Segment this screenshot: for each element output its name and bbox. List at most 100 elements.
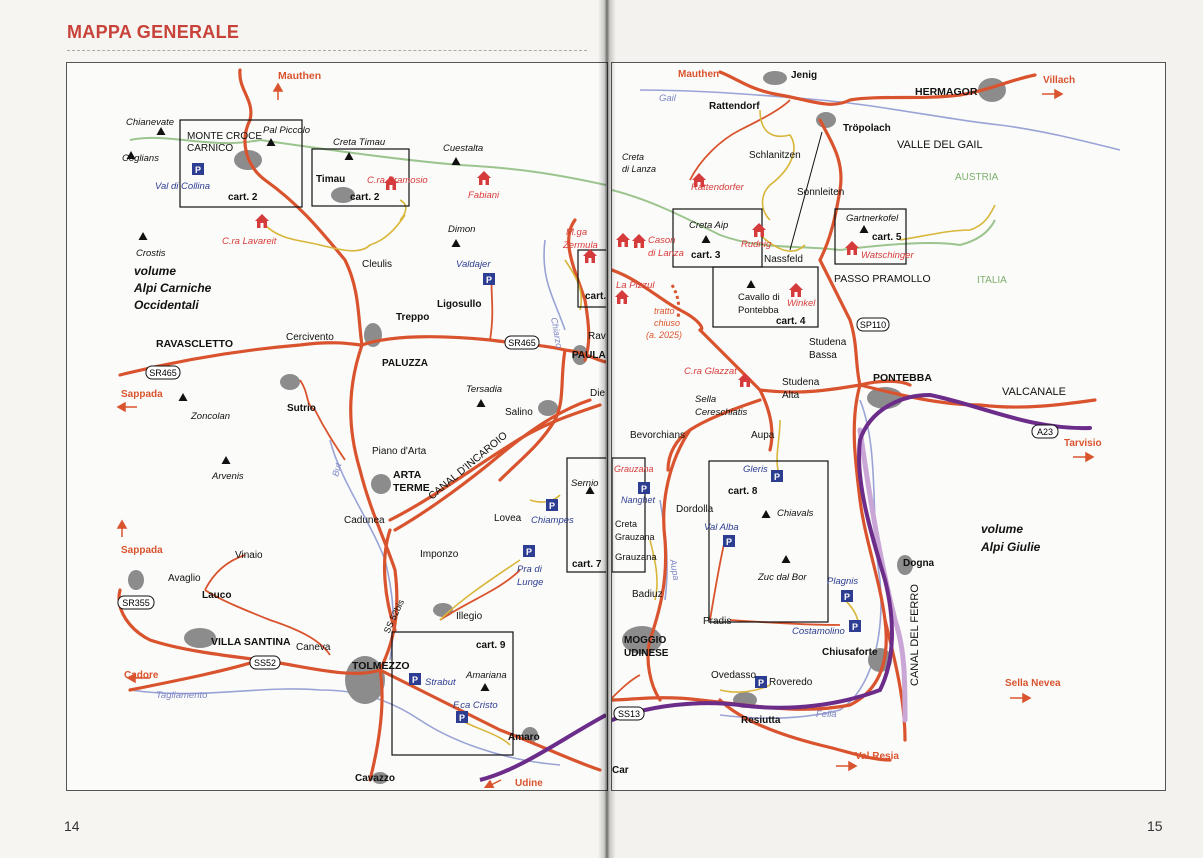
peak-icon [480,683,490,691]
label-rav: Rav [588,331,606,342]
section-box-cart2a [179,119,303,208]
label-grauzana: Grauzana [615,552,657,563]
peak-icon [156,127,166,135]
label-paula: PAULA [572,350,606,361]
badge-sr465b [504,335,540,350]
hut-icon [615,290,629,304]
label-sappada-2: Sappada [121,545,163,556]
section-box-cart4 [712,266,819,328]
label-tropolach: Tröpolach [843,123,891,134]
parking-icon [546,499,558,511]
peak-icon [746,280,756,288]
peak-icon [781,555,791,563]
label-fella: Fella [816,709,837,720]
section-box-cart8 [708,460,829,623]
label-sernio: Sernio [571,478,598,489]
label-cart8: cart. 8 [728,486,758,497]
label-mga: M.ga [566,227,587,238]
peak-icon [221,456,231,464]
label-cason-l1: Cason [648,235,675,246]
section-box-cart9 [391,631,514,756]
label-cart2b: cart. 2 [350,192,380,203]
label-cra-lavareit: C.ra Lavareit [222,236,277,247]
label-ovedasso: Ovedasso [711,670,756,681]
label-treppo: Treppo [396,312,429,323]
parking-icon [483,273,495,285]
section-box-cart-trunc [577,249,606,308]
title-divider [67,50,587,51]
label-lunge: Lunge [517,577,543,588]
map-frame-left [66,62,608,791]
label-piano-arta: Piano d'Arta [372,446,427,457]
parking-icon [638,482,650,494]
label-cart2a: cart. 2 [228,192,258,203]
label-studena-bassa-l2: Bassa [809,350,837,361]
right-map: SP110 A23 SS13 [612,70,1121,772]
label-car: Car [612,765,629,776]
label-schlanitzen: Schlanitzen [749,150,801,161]
label-passo-pramollo: PASSO PRAMOLLO [834,273,931,285]
label-pal-piccolo: Pal Piccolo [263,125,310,136]
label-cart-truncated: cart. [585,291,606,302]
badge-ss52 [249,655,281,670]
roads [117,68,606,782]
label-pradis: Pradis [703,616,731,627]
left-map: SR465 SR465 SR355 SS52 [116,68,606,788]
label-cuestalta: Cuestalta [443,143,483,154]
label-sp110: SP110 [860,320,886,330]
label-cra-pramosio: C.ra Pramosio [367,175,428,186]
label-mauthen-left: Mauthen [278,70,321,82]
label-bevorchians: Bevorchians [630,430,685,441]
label-avaglio: Avaglio [168,573,201,584]
border-line [612,189,996,252]
parking-icon [771,470,783,482]
trails [264,199,583,746]
label-grauzana-top: Grauzana [614,464,654,474]
label-cart5: cart. 5 [872,232,902,243]
road-badges: SP110 A23 SS13 [613,317,1059,721]
label-mauthen-right: Mauthen [678,69,719,80]
label-nanghet: Nanghet [621,495,656,505]
label-moggio-l2: UDINESE [624,648,669,659]
label-cart7: cart. 7 [572,559,602,570]
label-timau: Timau [316,174,345,185]
label-volume-l1: volume [134,264,176,278]
label-creta-grauzana-l2: Grauzana [615,532,655,542]
label-hermagor: HERMAGOR [915,86,978,98]
label-creta-timau: Creta Timau [333,137,386,148]
label-cadore: Cadore [124,670,159,681]
label-sella-l2: Cereschiatis [695,407,748,418]
label-winkel: Winkel [787,298,816,309]
label-dimon: Dimon [448,224,475,235]
label-valcanale: VALCANALE [1002,386,1066,398]
label-villach: Villach [1043,75,1075,86]
label-cavazzo: Cavazzo [355,773,395,784]
label-badiuz: Badiuz [632,589,663,600]
label-cavallo-l2: Pontebba [738,305,779,316]
section-boxes [612,208,907,623]
label-paluzza: PALUZZA [382,358,428,369]
label-creta-lanza-l2: di Lanza [622,164,656,174]
hut-icon [789,283,803,297]
hut-icon [845,241,859,255]
badge-sp110 [856,317,890,332]
label-sr465a: SR465 [149,368,177,378]
parking-icon [409,673,421,685]
label-fca-cristo: F.ca Cristo [453,700,498,711]
page-number-right: 15 [1147,818,1163,834]
label-val-resia: Val Resia [855,751,899,762]
label-arvenis: Arvenis [211,471,244,482]
hut-icon [738,373,752,387]
label-valle-del-gail: VALLE DEL GAIL [897,139,983,151]
label-cart3: cart. 3 [691,250,721,261]
label-watschinger: Watschinger [861,250,914,261]
right-labels: Mauthen Jenig Gail Rattendorf HERMAGOR V… [612,69,1102,776]
label-moggio-l1: MOGGIO [624,635,666,646]
label-chianevate: Chianevate [126,117,174,128]
label-tersadia: Tersadia [466,384,502,395]
parking-icon [841,590,853,602]
label-gail-river: Gail [659,93,677,104]
section-box-cart7-continued [612,457,646,573]
label-imponzo: Imponzo [420,549,459,560]
